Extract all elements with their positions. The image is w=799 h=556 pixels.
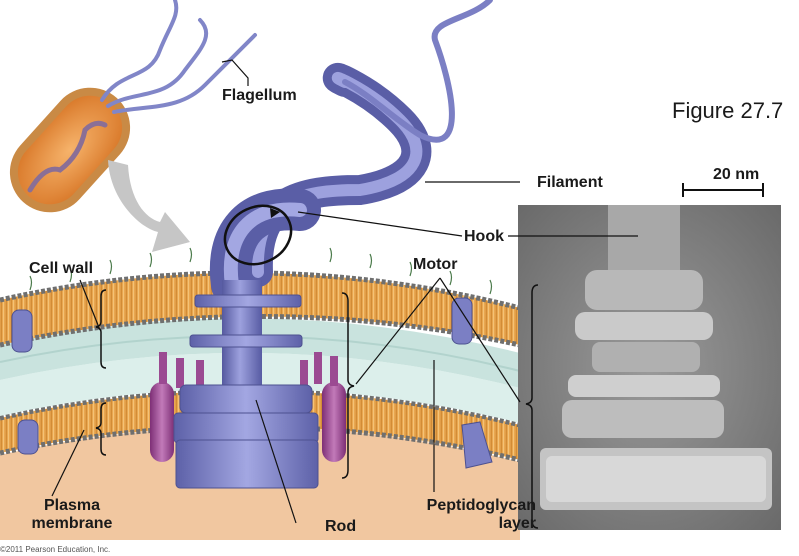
plasma-membrane-bracket: [95, 402, 107, 456]
l-ring: [194, 294, 302, 308]
label-plasma-membrane: Plasma membrane: [31, 497, 113, 532]
electron-micrograph: [518, 205, 781, 530]
bacterium-cell: [9, 87, 131, 213]
rotation-arrow: [223, 204, 293, 266]
stator-proteins: [150, 352, 346, 462]
label-motor: Motor: [413, 256, 458, 273]
hook: [209, 188, 321, 306]
brackets: [95, 284, 539, 529]
label-flagellum: Flagellum: [222, 87, 297, 104]
bacterium-flagella: [100, 0, 257, 114]
figure-title: Figure 27.7: [672, 98, 784, 123]
motor-bracket-micrograph: [525, 284, 539, 529]
copyright: ©2011 Pearson Education, Inc.: [0, 545, 111, 554]
label-cell-wall: Cell wall: [29, 260, 94, 277]
flagellar-filament: [242, 0, 493, 287]
p-ring: [189, 334, 303, 348]
label-rod: Rod: [325, 518, 357, 535]
scale-bar: [682, 183, 764, 197]
cell-wall-bracket: [95, 289, 107, 369]
membrane-protein-right-inner: [461, 421, 493, 469]
label-peptidoglycan-layer: Peptidoglycan layer: [426, 497, 536, 532]
zoom-arrow: [108, 160, 190, 252]
label-filament: Filament: [537, 174, 603, 191]
lipopolysaccharide-strands: [29, 247, 493, 295]
membrane-protein-right-outer: [451, 297, 473, 345]
membrane-protein-left-outer: [11, 309, 33, 353]
leader-lines: [51, 59, 638, 524]
label-scale-bar: 20 nm: [713, 166, 760, 183]
membrane-protein-left-inner: [17, 419, 39, 455]
label-hook: Hook: [464, 228, 504, 245]
motor-bracket-diagram: [341, 292, 355, 479]
ms-ring-and-c-ring: [173, 384, 319, 489]
